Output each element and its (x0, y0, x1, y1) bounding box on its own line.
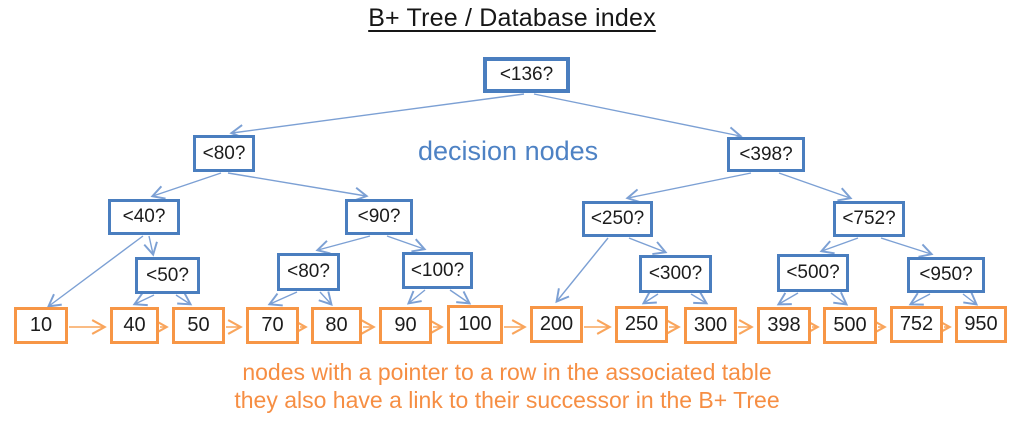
decision-node-100: <100? (402, 252, 473, 289)
leaf-node-200-value: 200 (539, 313, 574, 335)
slide-title: B+ Tree / Database index (0, 4, 1024, 33)
decision-nodes-label: decision nodes (418, 136, 599, 166)
decision-node-752: <752? (833, 201, 905, 237)
decision-node-500: <500? (777, 254, 849, 292)
leaf-node-10: 10 (14, 307, 68, 344)
leaf-node-300: 300 (684, 307, 737, 344)
leaf-node-40: 40 (110, 307, 159, 344)
decision-node-50: <50? (135, 257, 200, 294)
leaf-node-398-value: 398 (767, 314, 801, 336)
decision-node-80-leaf-level-label: <80? (287, 261, 330, 282)
decision-node-398: <398? (727, 137, 805, 172)
leaf-node-250-value: 250 (624, 313, 659, 335)
decision-node-90-label: <90? (357, 206, 401, 227)
decision-node-250-label: <250? (590, 208, 645, 229)
leaf-node-950: 950 (955, 306, 1007, 343)
leaf-node-500-value: 500 (833, 314, 867, 336)
leaf-nodes-caption-line2: they also have a link to their successor… (234, 387, 780, 413)
leaf-node-950-value: 950 (964, 313, 998, 335)
decision-node-40: <40? (108, 199, 180, 235)
decision-node-950-label: <950? (919, 264, 973, 285)
leaf-nodes-caption-line1: nodes with a pointer to a row in the ass… (242, 359, 772, 385)
leaf-node-90: 90 (379, 307, 432, 344)
leaf-nodes-caption: nodes with a pointer to a row in the ass… (0, 358, 1014, 414)
decision-node-136-label: <136? (499, 64, 554, 85)
leaf-node-70-value: 70 (261, 314, 284, 336)
leaf-node-100: 100 (447, 305, 503, 344)
decision-node-80-leaf-level: <80? (277, 253, 340, 291)
leaf-node-300-value: 300 (693, 314, 728, 336)
leaf-node-250: 250 (615, 306, 668, 343)
decision-node-100-label: <100? (410, 259, 465, 281)
leaf-node-500: 500 (823, 307, 877, 344)
decision-node-250: <250? (582, 201, 653, 237)
decision-node-50-label: <50? (146, 264, 189, 286)
decision-node-90: <90? (345, 199, 413, 235)
leaf-node-10-value: 10 (29, 314, 53, 336)
decision-node-398-label: <398? (739, 143, 793, 165)
leaf-node-752: 752 (890, 306, 943, 343)
leaf-node-50-value: 50 (187, 314, 210, 336)
leaf-node-50: 50 (172, 307, 225, 344)
leaf-node-80-value: 80 (325, 314, 348, 336)
decision-node-80-label: <80? (202, 142, 246, 164)
decision-node-136: <136? (483, 57, 570, 93)
slide-title-text: B+ Tree / Database index (368, 4, 656, 32)
leaf-node-398: 398 (757, 307, 811, 344)
decision-node-752-label: <752? (842, 208, 896, 229)
leaf-node-70: 70 (246, 307, 299, 344)
leaf-node-90-value: 90 (394, 314, 417, 336)
decision-node-80: <80? (193, 135, 255, 172)
decision-node-40-label: <40? (122, 206, 166, 227)
leaf-node-100-value: 100 (458, 313, 492, 335)
leaf-node-40-value: 40 (123, 314, 146, 336)
decision-node-500-label: <500? (786, 262, 840, 283)
decision-node-950: <950? (907, 257, 985, 293)
decision-node-300: <300? (639, 255, 712, 293)
leaf-node-200: 200 (530, 306, 583, 343)
decision-node-300-label: <300? (648, 263, 703, 284)
leaf-node-80: 80 (311, 307, 362, 344)
leaf-node-752-value: 752 (899, 313, 934, 335)
